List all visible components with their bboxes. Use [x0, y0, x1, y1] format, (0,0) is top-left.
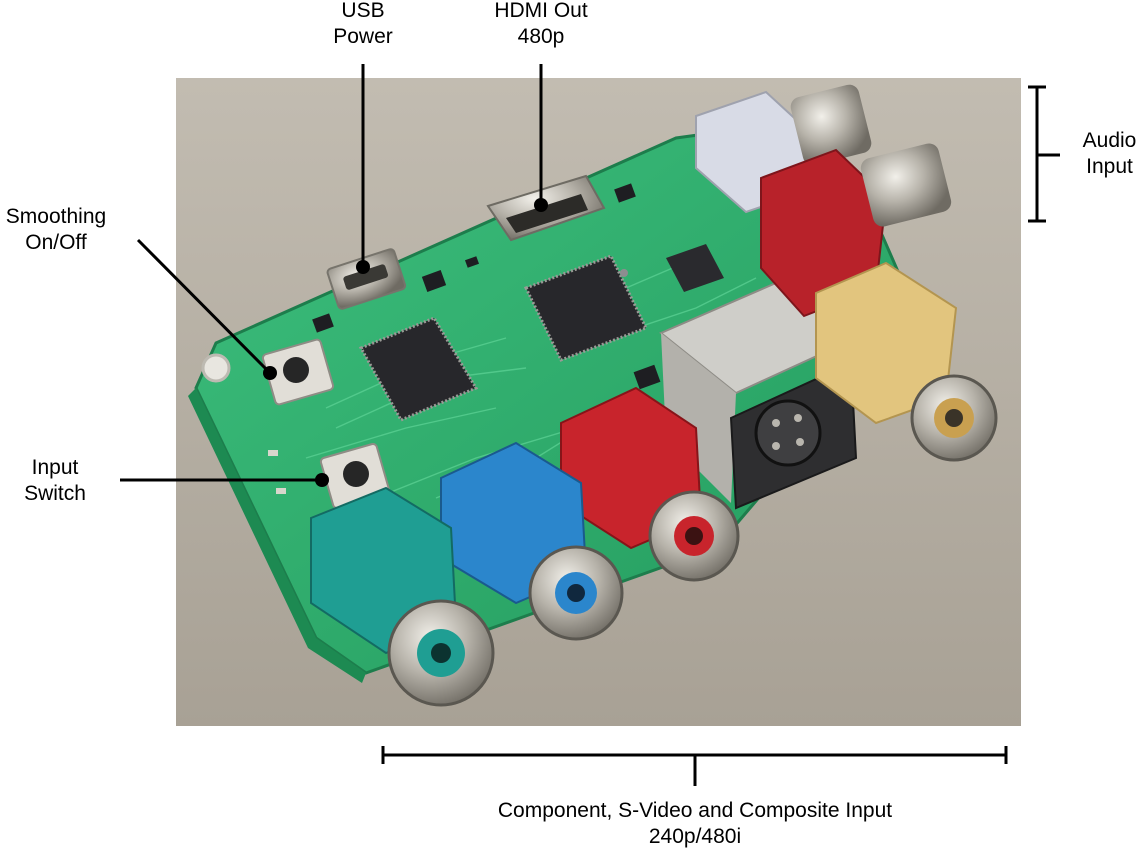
input-switch-line-2: Switch — [24, 482, 86, 505]
audio-input-line-1: Audio — [1082, 129, 1137, 152]
rca-composite-yellow — [815, 261, 998, 462]
micro-usb-connector — [326, 248, 407, 310]
tactile-switch-input — [319, 442, 391, 510]
audio-input-line-2: Input — [1086, 155, 1133, 178]
input-switch-line-1: Input — [31, 456, 79, 479]
rca-component-teal — [310, 486, 495, 707]
usb-power-line-1: USB — [341, 0, 385, 22]
video-input-line-1: Component, S-Video and Composite Input — [497, 799, 893, 822]
qfp-chip-large — [523, 254, 649, 362]
usb-power-line-2: Power — [333, 25, 393, 48]
smoothing-line-2: On/Off — [25, 231, 87, 254]
video-input-line-2: 240p/480i — [648, 825, 742, 848]
input-switch-label: Input Switch — [5, 455, 105, 507]
smd-components — [268, 183, 661, 494]
rca-component-red — [560, 386, 740, 582]
video-input-label: Component, S-Video and Composite Input 2… — [445, 798, 945, 850]
hdmi-out-line-2: 480p — [517, 25, 565, 48]
smoothing-line-1: Smoothing — [5, 205, 107, 228]
rca-component-blue — [440, 441, 624, 641]
tactile-switch-smoothing — [261, 338, 335, 406]
qfp-chip-small — [358, 316, 479, 422]
mounting-hole — [201, 353, 231, 383]
hdmi-out-line-1: HDMI Out — [494, 0, 588, 22]
board-photo — [176, 78, 1021, 726]
hdmi-out-label: HDMI Out 480p — [471, 0, 611, 50]
qfn-chip — [666, 244, 724, 292]
pcb-edge — [188, 388, 366, 683]
usb-power-label: USB Power — [313, 0, 413, 50]
smoothing-label: Smoothing On/Off — [0, 204, 116, 256]
audio-input-label: Audio Input — [1072, 128, 1147, 180]
